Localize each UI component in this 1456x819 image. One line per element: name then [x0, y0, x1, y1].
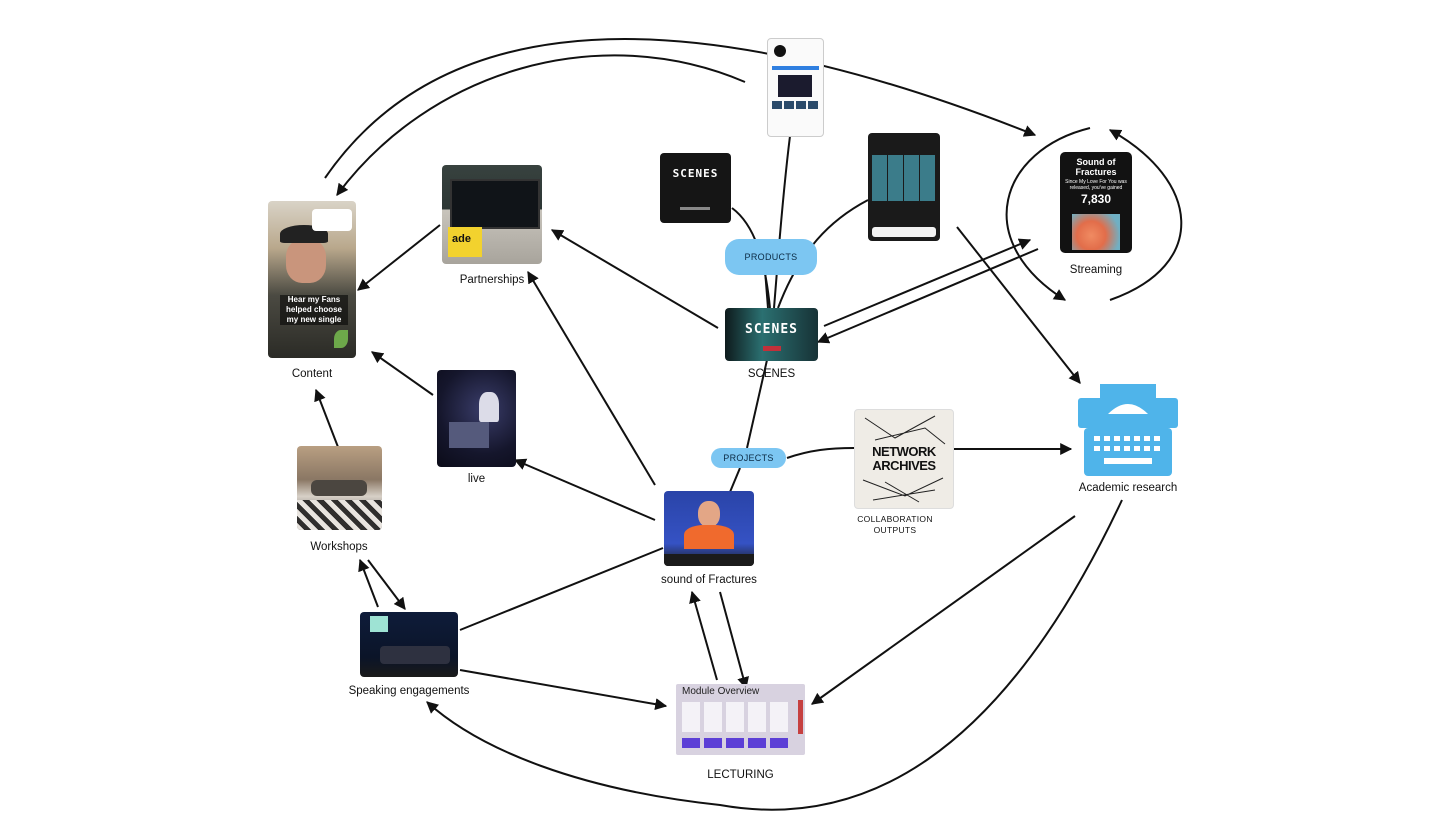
streaming-number: 7,830 [1080, 192, 1112, 206]
projects-pill[interactable]: PROJECTS [711, 448, 786, 468]
academic-research-label: Academic research [1078, 482, 1178, 494]
scenes-app-screen[interactable] [868, 133, 940, 241]
edge-partnerships-content [357, 224, 441, 291]
edge-scenes-projects [746, 359, 768, 449]
network-archives-card[interactable]: NETWORK ARCHIVES [854, 409, 954, 509]
scenes-card[interactable]: SCENES [725, 308, 818, 361]
edge-products-appscreen [777, 199, 869, 309]
content-chat-bubble [312, 209, 352, 231]
streaming-art [1072, 214, 1120, 250]
partnerships-label: Partnerships [459, 274, 525, 286]
edge-sound-live [513, 458, 656, 521]
edge-research-lecturing [811, 515, 1076, 705]
lecturing-label: LECTURING [707, 769, 774, 781]
live-gear [449, 422, 489, 448]
edge-products-scenes-2 [764, 269, 769, 309]
content-label: Content [291, 368, 333, 380]
network-archives-label-2: OUTPUTS [873, 525, 917, 535]
network-archives-label-1: COLLABORATION [857, 514, 933, 524]
speaking-card[interactable] [360, 612, 458, 677]
partnerships-screen [450, 179, 540, 229]
scenes-label: SCENES [747, 368, 796, 380]
app-store-screenshot[interactable] [767, 38, 824, 137]
scenes-box-logo: SCENES [672, 167, 719, 180]
products-pill[interactable]: PRODUCTS [725, 239, 817, 275]
network-archives-lines [862, 415, 946, 503]
streaming-subtitle: Since My Love For You was released, you'… [1065, 179, 1127, 191]
edge-content-streaming [324, 38, 1037, 179]
edge-sound-partnerships [527, 270, 656, 486]
sof-body [684, 525, 734, 549]
app-get-bar [772, 66, 819, 70]
edge-appscreen-research [956, 226, 1081, 384]
edge-research-speaking [426, 499, 1123, 811]
partnerships-logo-text: ade [452, 233, 471, 245]
scenes-screen-text: SCENES [745, 322, 798, 337]
workshops-people [311, 480, 367, 496]
edge-sound-lecturing [719, 591, 749, 690]
workshops-floor [297, 500, 382, 530]
network-archives-title-2: ARCHIVES [872, 458, 936, 473]
scenes-app-button [872, 227, 936, 237]
edge-speaking-lecturing [459, 669, 668, 711]
scenes-box-card[interactable]: SCENES [660, 153, 731, 223]
lecturing-red-tabs [798, 700, 803, 734]
content-leaf-icon [334, 330, 348, 348]
scenes-app-grid [872, 155, 936, 201]
workshops-card[interactable] [297, 446, 382, 530]
content-face [286, 239, 326, 283]
sound-of-fractures-card[interactable] [664, 491, 754, 566]
speaking-screen [370, 616, 388, 632]
lecturing-columns [682, 702, 792, 732]
sound-of-fractures-label: sound of Fractures [661, 574, 757, 586]
lecturing-buttons [682, 738, 792, 748]
sof-desk [664, 554, 754, 566]
streaming-title-1: Sound of [1076, 157, 1116, 167]
live-performer [479, 392, 499, 422]
edge-streaming-loop-right [1108, 129, 1183, 301]
edge-app-content [336, 54, 746, 196]
streaming-title-2: Fractures [1075, 167, 1117, 177]
lecturing-card[interactable]: Module Overview [676, 684, 805, 755]
edge-sound-speaking [459, 547, 664, 631]
network-archives-title-1: NETWORK [872, 444, 936, 459]
sof-head [698, 501, 720, 527]
network-archives-label: COLLABORATION OUTPUTS [845, 514, 945, 536]
edge-projects-network [786, 447, 855, 459]
edge-streaming-scenes [816, 248, 1039, 344]
edge-streaming-loop-left [1005, 127, 1091, 301]
scenes-red-bar [763, 346, 781, 351]
edge-scenes-streaming [823, 238, 1032, 327]
streaming-label: Streaming [1069, 264, 1123, 276]
workshops-label: Workshops [310, 541, 368, 553]
live-card[interactable] [437, 370, 516, 467]
app-thumbs [772, 101, 819, 109]
content-overlay-text: Hear my Fans helped choose my new single [280, 295, 348, 325]
streaming-card[interactable]: Sound of Fractures Since My Love For You… [1060, 152, 1132, 253]
app-icon [774, 45, 786, 57]
edge-scenes-partnerships [550, 229, 719, 329]
app-preview [778, 75, 812, 97]
edge-speaking-workshops-up [358, 558, 379, 608]
edge-workshops-speaking-down [367, 559, 406, 610]
edge-projects-sound [729, 467, 741, 493]
typewriter-icon[interactable] [1078, 384, 1178, 476]
edge-live-content [371, 351, 434, 396]
partnerships-card[interactable]: ade [442, 165, 542, 264]
scenes-box-caption [680, 207, 710, 210]
speaking-label: Speaking engagements [348, 685, 470, 697]
partnerships-logo: ade [448, 227, 482, 257]
edge-products-app [773, 135, 791, 309]
lecturing-slide-title: Module Overview [682, 686, 760, 697]
content-card[interactable]: Hear my Fans helped choose my new single [268, 201, 356, 358]
live-label: live [467, 473, 486, 485]
edge-lecturing-sound [689, 590, 718, 681]
speaking-panel [380, 646, 450, 664]
edge-workshops-content [314, 388, 339, 448]
